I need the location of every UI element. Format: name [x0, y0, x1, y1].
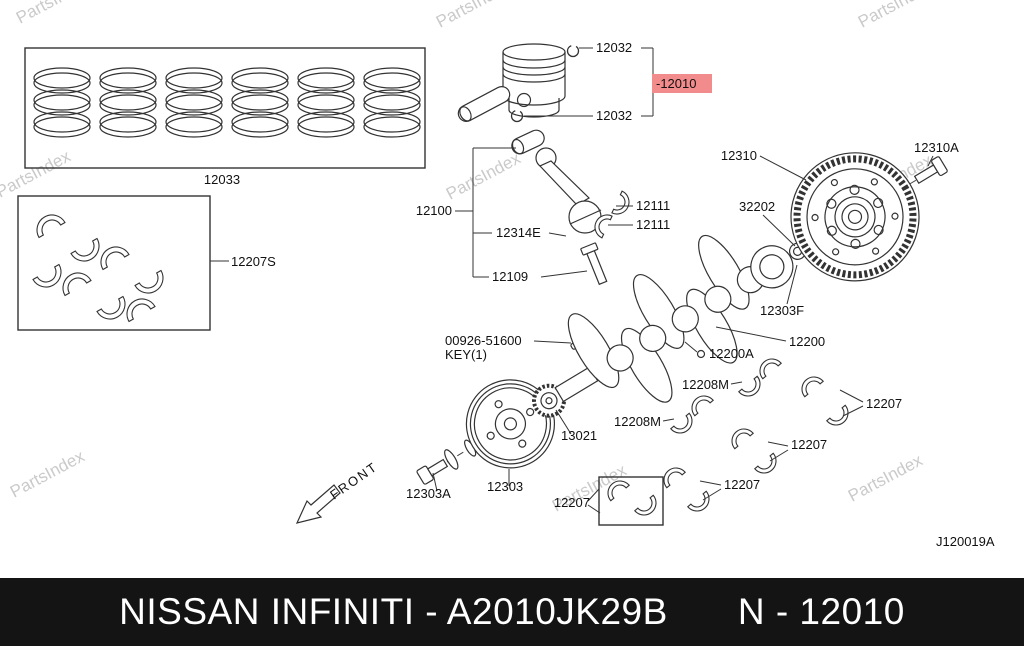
part-label-thrust-bearing-b[interactable]: 12208M: [614, 414, 661, 429]
crankshaft-assembly-drawing: [416, 152, 948, 485]
rod-bolt-drawing: [580, 242, 608, 286]
watermark: PartsIndex: [855, 0, 936, 32]
part-label-piston-assembly[interactable]: -12010: [656, 76, 696, 91]
pulley-bolt-drawing: [416, 439, 477, 485]
leader-lines: [210, 47, 934, 514]
part-label-crankshaft[interactable]: 12200: [789, 334, 825, 349]
watermark: PartsIndex: [0, 146, 74, 201]
bearing-box: [17, 195, 211, 331]
bearing-pair-box: [598, 476, 664, 526]
footer-brand-and-code: NISSAN INFINITI - A2010JK29B: [119, 591, 668, 632]
flywheel-bolt-drawing: [913, 156, 948, 185]
part-label-rod-bearing-upper[interactable]: 12111: [636, 198, 670, 213]
snap-ring-bottom-drawing: [510, 109, 524, 123]
rings-box: [24, 47, 426, 169]
part-label-key-qty[interactable]: KEY(1): [445, 347, 487, 362]
footer-part-number: N - 12010: [737, 591, 905, 632]
main-bearing-c-drawing: [658, 462, 715, 517]
part-label-snap-ring-bottom[interactable]: 12032: [596, 108, 632, 123]
piston-pin-drawing: [457, 86, 511, 122]
part-label-main-bearing-set[interactable]: 12207S: [231, 254, 276, 269]
part-label-main-bearing-c[interactable]: 12207: [724, 477, 760, 492]
watermark: PartsIndex: [7, 446, 88, 501]
part-label-connecting-rod[interactable]: 12100: [416, 203, 452, 218]
piston-rings-box-drawing: [24, 47, 426, 169]
part-label-rod-bearing-lower[interactable]: 12111: [636, 217, 670, 232]
part-label-plate[interactable]: 12303F: [760, 303, 804, 318]
part-label-key[interactable]: 00926-51600: [445, 333, 522, 348]
main-bearing-b-drawing: [726, 423, 782, 479]
watermark: PartsIndex: [13, 0, 94, 28]
part-label-snap-ring-top[interactable]: 12032: [596, 40, 632, 55]
crankshaft-plug-drawing: [696, 349, 706, 359]
front-label: FRONT: [327, 459, 380, 503]
part-label-piston-rings-set[interactable]: 12033: [204, 172, 240, 187]
thrust-bearing-a-drawing: [738, 353, 782, 402]
main-bearing-a-drawing: [796, 371, 854, 431]
part-label-rod-bushing[interactable]: 12314E: [496, 225, 541, 240]
part-label-pulley[interactable]: 12303: [487, 479, 523, 494]
crankshaft-drawing: [554, 234, 794, 403]
part-label-crank-gear[interactable]: 13021: [561, 428, 597, 443]
part-label-crankshaft-plug[interactable]: 12200A: [709, 346, 754, 361]
part-label-thrust-bearing-a[interactable]: 12208M: [682, 377, 729, 392]
part-label-main-bearing-a[interactable]: 12207: [866, 396, 902, 411]
watermark: PartsIndex: [433, 0, 514, 32]
highlight-box: [652, 74, 712, 93]
front-direction: FRONT: [295, 459, 381, 524]
diagram-ref-code: J120019A: [936, 534, 995, 549]
part-label-rod-bolt[interactable]: 12109: [492, 269, 528, 284]
part-label-flywheel-bolt[interactable]: 12310A: [914, 140, 959, 155]
snap-ring-top-drawing: [566, 44, 580, 58]
part-label-main-bearing-d[interactable]: 12207: [554, 495, 590, 510]
part-label-pulley-bolt[interactable]: 12303A: [406, 486, 451, 501]
parts-diagram: PartsIndex PartsIndex PartsIndex PartsIn…: [0, 0, 995, 549]
part-label-pilot-bushing[interactable]: 32202: [739, 199, 775, 214]
front-arrow-icon: [295, 484, 341, 524]
watermark: PartsIndex: [845, 450, 926, 505]
part-label-flywheel[interactable]: 12310: [721, 148, 757, 163]
main-bearing-d-drawing: [598, 475, 664, 526]
rod-bushing-drawing: [511, 129, 545, 155]
thrust-bearing-b-drawing: [670, 390, 714, 439]
flywheel-drawing: [790, 152, 920, 282]
piston-drawing: [457, 43, 580, 123]
connecting-rod-drawing: [511, 129, 634, 286]
main-bearing-set-box-drawing: [17, 195, 211, 331]
rod-bearing-upper-drawing: [611, 190, 634, 219]
pulley-drawing: [465, 379, 556, 469]
footer-bar: NISSAN INFINITI - A2010JK29B N - 12010: [0, 578, 1024, 646]
watermark: PartsIndex: [443, 148, 524, 203]
part-label-main-bearing-b[interactable]: 12207: [791, 437, 827, 452]
